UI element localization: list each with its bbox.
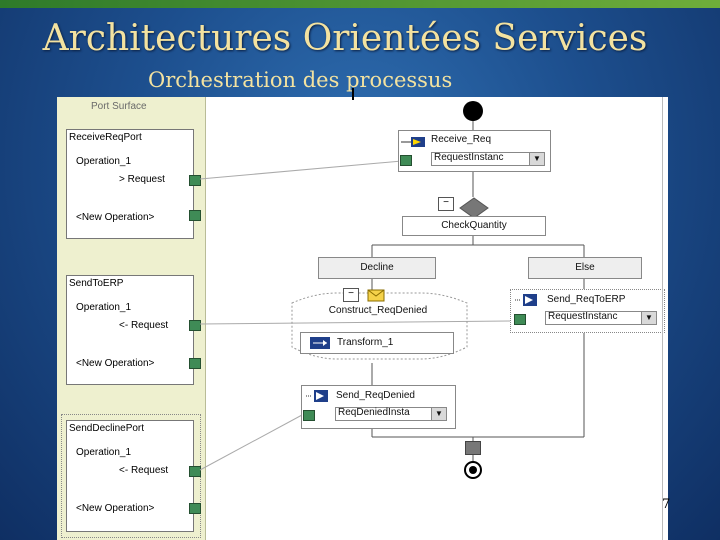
dropdown-arrow-icon[interactable]: ▼ <box>431 408 446 420</box>
send-req-denied-shape[interactable]: Send_ReqDenied ReqDeniedInsta ▼ <box>301 385 456 429</box>
send-arrow-icon <box>515 294 537 306</box>
receive-req-shape[interactable]: Receive_Req RequestInstanc ▼ <box>398 130 551 172</box>
port-receive-req[interactable]: ReceiveReqPort Operation_1 > Request <Ne… <box>66 129 194 239</box>
message-select-value: RequestInstanc <box>434 152 504 163</box>
port-operation: Operation_1 <box>76 302 132 313</box>
text-cursor <box>352 88 354 100</box>
port-new-operation[interactable]: <New Operation> <box>76 503 155 514</box>
send-req-denied-label: Send_ReqDenied <box>336 390 415 401</box>
port-message: > Request <box>119 174 165 185</box>
construct-req-denied-label[interactable]: Construct_ReqDenied <box>328 305 428 316</box>
branch-else-label: Else <box>575 262 595 273</box>
port-binding-icon <box>400 155 412 166</box>
receive-req-label: Receive_Req <box>431 134 492 145</box>
port-connector-icon[interactable] <box>189 503 201 514</box>
port-name: SendDeclinePort <box>69 423 145 434</box>
construct-scope-outline <box>291 292 468 360</box>
port-surface-header: Port Surface <box>91 101 147 112</box>
start-node-icon[interactable] <box>463 101 483 121</box>
flow-lines <box>199 118 585 471</box>
page-number: 7 <box>662 497 671 512</box>
message-select-value: RequestInstanc <box>548 311 618 322</box>
branch-decline-label: Decline <box>360 262 394 273</box>
check-quantity-label: CheckQuantity <box>441 220 507 231</box>
port-message: <- Request <box>119 465 169 476</box>
slide-subtitle: Orchestration des processus <box>148 68 453 92</box>
receive-arrow-icon <box>401 137 425 147</box>
collapse-toggle-icon[interactable]: − <box>438 197 454 211</box>
port-name: SendToERP <box>69 278 124 289</box>
transform-shape[interactable]: Transform_1 <box>300 332 454 354</box>
collapse-toggle-icon[interactable]: − <box>343 288 359 302</box>
top-accent-strip <box>0 0 720 8</box>
dropdown-arrow-icon[interactable]: ▼ <box>529 153 544 165</box>
send-req-to-erp-shape[interactable]: Send_ReqToERP RequestInstanc ▼ <box>510 289 665 333</box>
transform-label: Transform_1 <box>337 337 394 348</box>
port-binding-icon <box>514 314 526 325</box>
port-message: <- Request <box>119 320 169 331</box>
message-select-value: ReqDeniedInsta <box>338 407 410 418</box>
port-new-operation[interactable]: <New Operation> <box>76 358 155 369</box>
message-select[interactable]: ReqDeniedInsta ▼ <box>335 407 447 421</box>
transform-icon <box>310 337 330 349</box>
port-connector-icon[interactable] <box>189 358 201 369</box>
port-name: ReceiveReqPort <box>69 132 142 143</box>
port-operation: Operation_1 <box>76 156 132 167</box>
slide-title: Architectures Orientées Services <box>42 18 648 59</box>
port-binding-line <box>199 414 303 471</box>
port-connector-icon[interactable] <box>189 320 201 331</box>
port-send-to-erp[interactable]: SendToERP Operation_1 <- Request <New Op… <box>66 275 194 385</box>
end-node-center <box>469 466 477 474</box>
send-req-to-erp-label: Send_ReqToERP <box>547 294 626 305</box>
port-connector-icon[interactable] <box>189 175 201 186</box>
port-connector-icon[interactable] <box>189 210 201 221</box>
orchestration-screenshot: Port Surface ReceiveReqPort Operation_1 … <box>57 97 668 540</box>
port-binding-icon <box>303 410 315 421</box>
branch-else[interactable]: Else <box>528 257 642 279</box>
dropdown-arrow-icon[interactable]: ▼ <box>641 312 656 324</box>
check-quantity-shape[interactable]: CheckQuantity <box>402 216 546 236</box>
end-node-icon[interactable] <box>464 461 482 479</box>
message-select[interactable]: RequestInstanc ▼ <box>545 311 657 325</box>
message-select[interactable]: RequestInstanc ▼ <box>431 152 545 166</box>
send-arrow-icon <box>306 390 328 402</box>
drop-target-icon[interactable] <box>465 441 481 455</box>
port-send-decline[interactable]: SendDeclinePort Operation_1 <- Request <… <box>66 420 194 532</box>
port-binding-line <box>199 160 403 180</box>
envelope-icon <box>367 289 385 302</box>
port-new-operation[interactable]: <New Operation> <box>76 212 155 223</box>
canvas-edge <box>662 97 663 540</box>
port-surface-panel: Port Surface ReceiveReqPort Operation_1 … <box>57 97 206 540</box>
branch-decline[interactable]: Decline <box>318 257 436 279</box>
port-binding-line <box>199 320 513 325</box>
port-connector-icon[interactable] <box>189 466 201 477</box>
port-operation: Operation_1 <box>76 447 132 458</box>
